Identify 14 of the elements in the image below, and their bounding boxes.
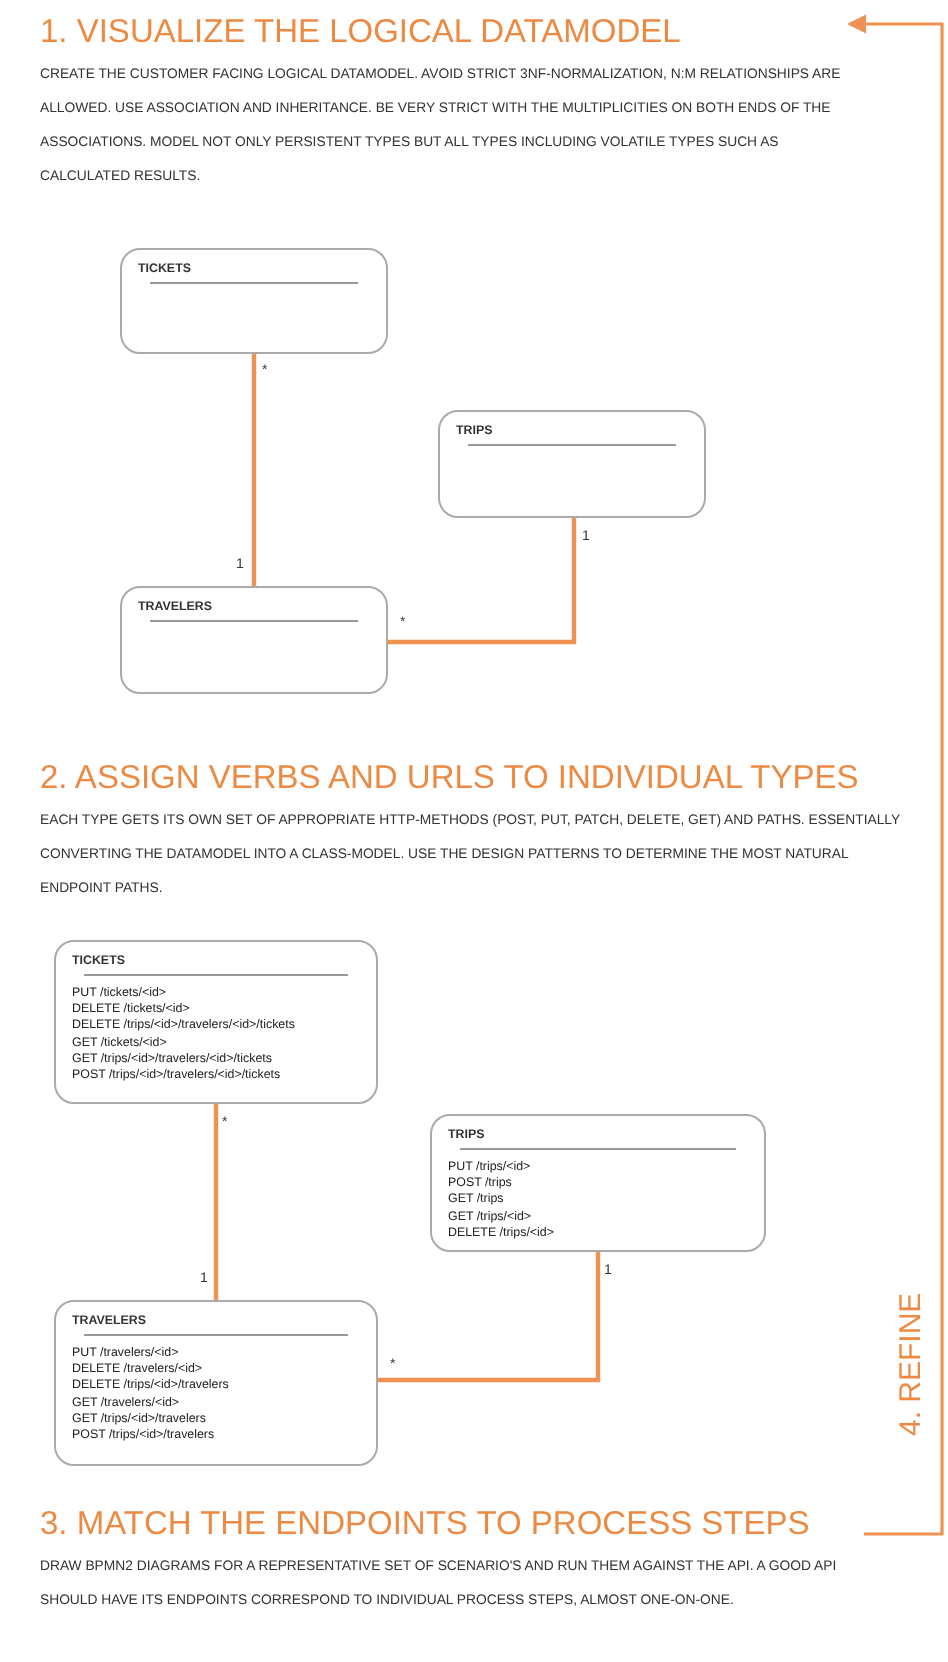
class-box bbox=[120, 248, 388, 354]
class-box bbox=[438, 410, 706, 518]
association-line bbox=[213, 1104, 219, 1300]
class-box bbox=[54, 1300, 378, 1466]
step-heading: 3. MATCH THE ENDPOINTS TO PROCESS STEPS bbox=[40, 1504, 810, 1544]
step-heading: 1. VISUALIZE THE LOGICAL DATAMODEL bbox=[40, 12, 681, 52]
association-line bbox=[251, 354, 257, 586]
step-heading: 2. ASSIGN VERBS AND URLS TO INDIVIDUAL TYPES bbox=[40, 758, 859, 798]
association-line bbox=[388, 518, 577, 645]
association-line bbox=[378, 1252, 601, 1383]
class-box bbox=[120, 586, 388, 694]
class-box bbox=[430, 1114, 766, 1252]
class-box bbox=[54, 940, 378, 1104]
arrow bbox=[846, 14, 944, 1536]
